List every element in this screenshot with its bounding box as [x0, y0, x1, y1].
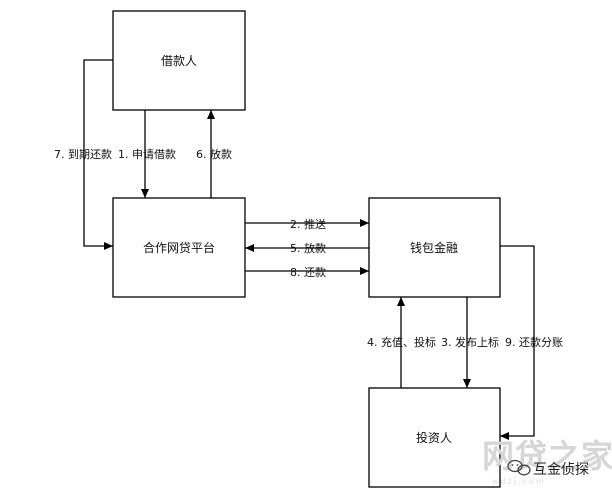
watermark: 网贷之家 wdzj.com 互金侦探: [482, 437, 612, 486]
edge-label-push: 2. 推送: [290, 217, 326, 231]
edge-repay-distribute: [500, 245, 535, 440]
node-investor: 投资人: [368, 387, 501, 488]
edge-label-recharge-bid: 4. 充值、投标: [367, 335, 436, 349]
edge-label-publish-bid: 3. 发布上标: [441, 335, 499, 349]
watermark-logo-text: 网贷之家: [482, 437, 612, 475]
edge-label-apply-loan: 1. 申请借款: [118, 147, 176, 161]
node-borrower: 借款人: [112, 10, 246, 111]
edge-label-repay: 8. 还款: [290, 265, 326, 279]
node-investor-label: 投资人: [416, 430, 452, 445]
node-wallet: 钱包金融: [368, 197, 501, 298]
watermark-logo-subtext: wdzj.com: [492, 477, 546, 486]
node-platform: 合作网贷平台: [112, 197, 246, 298]
edge-label-lend-to-borrower: 6. 放款: [196, 147, 232, 161]
edge-label-lend-to-platform: 5. 放款: [290, 241, 326, 255]
edge-label-due-repay: 7. 到期还款: [54, 147, 112, 161]
node-borrower-label: 借款人: [161, 54, 197, 68]
wechat-icon: [507, 459, 531, 476]
watermark-brand: 互金侦探: [533, 462, 589, 478]
edge-label-repay-distribute: 9. 还款分账: [505, 335, 563, 349]
edge-due-repay: [83, 59, 113, 250]
node-wallet-label: 钱包金融: [410, 240, 458, 255]
node-platform-label: 合作网贷平台: [143, 240, 215, 255]
